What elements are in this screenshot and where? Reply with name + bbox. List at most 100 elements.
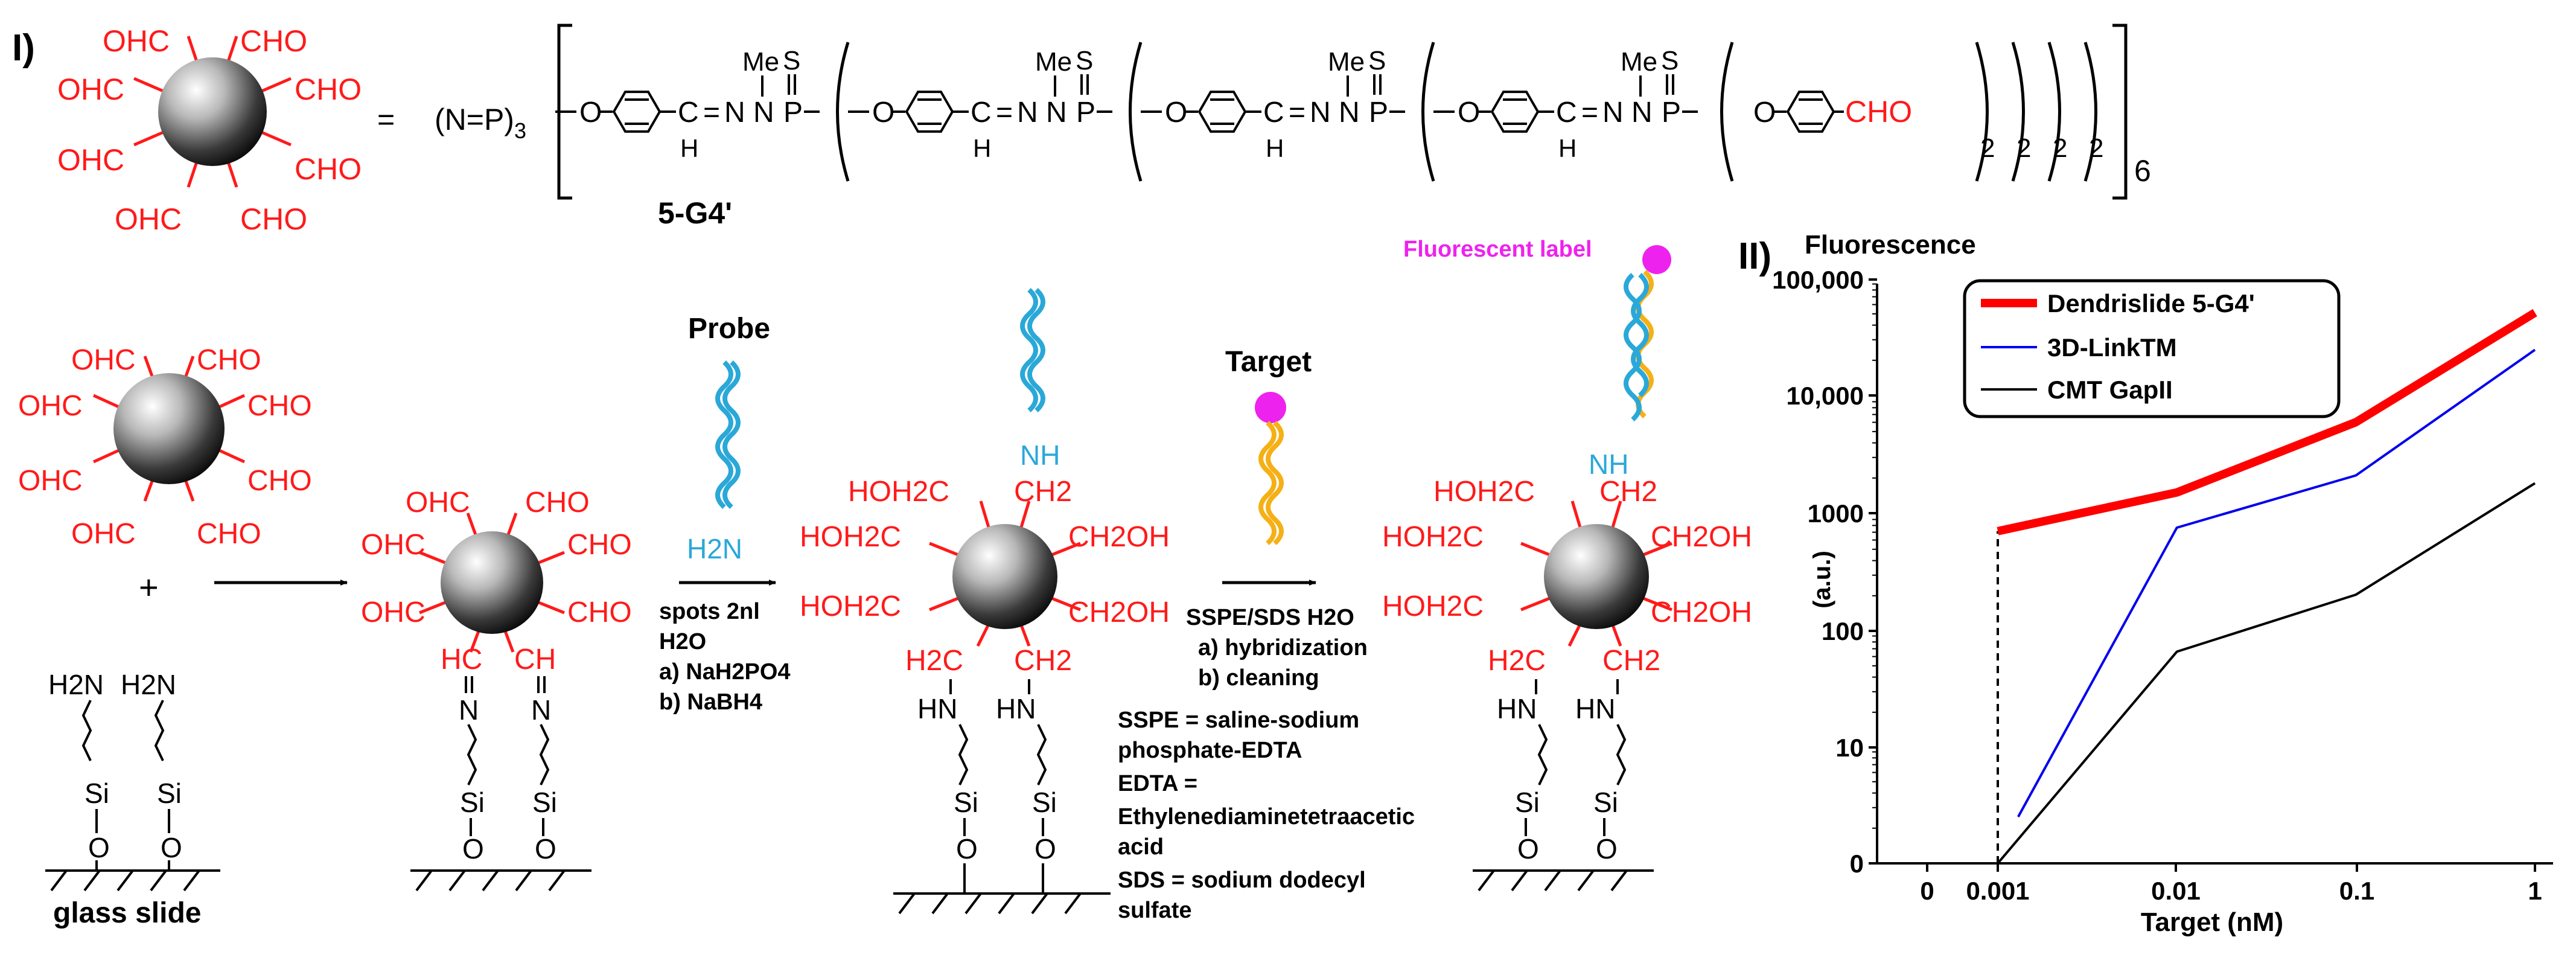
subscript-two: 2	[2089, 133, 2103, 163]
s3-ch2oh-1: CH2OH	[1068, 521, 1170, 553]
panel-two-label: II)	[1738, 235, 1771, 277]
sulfur-atom: S	[1076, 46, 1093, 75]
s3-si-2: Si	[1032, 787, 1057, 818]
step-b2: b) cleaning	[1198, 665, 1319, 691]
s1-ohc-3: OHC	[18, 465, 83, 497]
sulfur-atom: S	[783, 46, 800, 75]
top-cho-1: CHO	[240, 24, 307, 58]
s2-cho-1: CHO	[525, 487, 590, 519]
oxygen-atom: O	[872, 97, 894, 129]
abbreviation-list: SSPE = saline-sodium phosphate-EDTA EDTA…	[1118, 708, 1415, 923]
hydrogen-atom: H	[680, 134, 698, 162]
legend-label: CMT GapII	[2047, 376, 2173, 404]
chart-ylabel-unit: (a.u.)	[1809, 551, 1835, 609]
generation-paren	[836, 42, 850, 182]
amine-2: H2N	[121, 669, 176, 700]
hydrogen-atom: H	[973, 134, 991, 162]
methyl-group: Me	[1035, 47, 1072, 77]
closing-paren	[1975, 42, 1989, 182]
s3-si-1: Si	[954, 787, 978, 818]
equals-sign: =	[377, 103, 395, 136]
s3-h2c: H2C	[905, 645, 963, 677]
probe-strand	[715, 360, 733, 509]
s2-n-2: N	[531, 694, 551, 726]
s1-ohc-1: OHC	[71, 344, 136, 376]
methyl-group: Me	[1621, 47, 1657, 77]
s2-ohc-3: OHC	[361, 596, 426, 628]
top-cho-2: CHO	[295, 72, 362, 106]
s3-nh: NH	[1020, 440, 1060, 471]
s4-h2c: H2C	[1488, 645, 1546, 677]
target-title: Target	[1225, 346, 1312, 378]
subscript-two: 2	[1980, 133, 1995, 163]
probe-amine: H2N	[687, 533, 742, 564]
svg-text:EDTA =: EDTA =	[1118, 771, 1197, 796]
s4-o-1: O	[1517, 833, 1539, 865]
hydrogen-atom: H	[1266, 134, 1284, 162]
carbon-atom: C	[678, 97, 699, 129]
top-cho-4: CHO	[240, 202, 307, 236]
s2-hc: HC	[441, 644, 482, 676]
probe-group: Probe H2N	[687, 313, 770, 564]
fluorescent-label-text: Fluorescent label	[1403, 237, 1592, 262]
y-tick-label: 10,000	[1787, 382, 1864, 410]
scheme-stage-3: NH HOH2C CH2 HOH2C CH2OH HOH2C CH2OH H2C	[800, 288, 1170, 915]
s2-o-1: O	[462, 833, 484, 865]
legend-box	[1963, 279, 2341, 418]
y-tick-label: 0	[1850, 849, 1864, 878]
s2-n-1: N	[459, 694, 479, 726]
phosphorus-atom: P	[1076, 97, 1095, 129]
top-ohc-3: OHC	[57, 143, 124, 177]
scheme-dendrimer-4	[1544, 524, 1649, 629]
plus-sign: +	[139, 568, 159, 606]
s3-hn-2: HN	[996, 693, 1036, 724]
series-line	[1997, 309, 2537, 536]
svg-text:SSPE = saline-sodium: SSPE = saline-sodium	[1118, 708, 1359, 733]
series-line	[1927, 482, 2536, 865]
step-b1: b) NaBH4	[659, 689, 762, 715]
nitrogen-atom: N	[1602, 97, 1624, 129]
s2-si-1: Si	[460, 787, 485, 818]
svg-text:Ethylenediaminetetraacetic: Ethylenediaminetetraacetic	[1118, 804, 1415, 830]
panel-two: II) Fluorescence (a.u.) 010100100010,000…	[1738, 230, 2553, 937]
x-axis-title: Target (nM)	[2141, 907, 2283, 937]
phosphorus-atom: P	[1662, 97, 1681, 129]
closing-paren	[2011, 42, 2025, 182]
nitrogen-atom: N	[1017, 97, 1038, 129]
x-tick-label: 0	[1920, 877, 1934, 905]
o-1: O	[88, 832, 110, 863]
o-2: O	[161, 832, 182, 863]
generation-paren	[1421, 42, 1435, 182]
sulfur-atom: S	[1661, 46, 1679, 75]
step-buffer: SSPE/SDS H2O	[1186, 605, 1354, 630]
y-tick-label: 100	[1822, 617, 1864, 645]
svg-text:acid: acid	[1118, 834, 1164, 860]
si-2: Si	[157, 778, 182, 809]
step-a1: a) NaH2PO4	[659, 659, 791, 685]
slide-surface-2	[410, 869, 591, 892]
s1-cho-1: CHO	[197, 344, 261, 376]
step-water: H2O	[659, 629, 706, 654]
top-cho-3: CHO	[295, 152, 362, 186]
scheme-dendrimer-2	[441, 531, 543, 634]
s4-ch2oh-2: CH2OH	[1651, 596, 1752, 628]
svg-text:SDS = sodium dodecyl: SDS = sodium dodecyl	[1118, 868, 1366, 893]
svg-text:sulfate: sulfate	[1118, 898, 1191, 923]
oxygen-atom: O	[579, 97, 602, 129]
nitrogen-atom: N	[1310, 97, 1331, 129]
s2-ohc-2: OHC	[361, 529, 426, 561]
s1-cho-4: CHO	[197, 518, 261, 550]
s3-ch2-top: CH2	[1014, 476, 1072, 508]
top-ohc-2: OHC	[57, 72, 124, 106]
si-1: Si	[84, 778, 109, 809]
closing-paren	[2047, 42, 2061, 182]
svg-text:O: O	[1753, 97, 1776, 129]
subscript-two: 2	[2053, 133, 2067, 163]
x-tick-label: 0.001	[1966, 877, 2029, 905]
s4-hn-2: HN	[1575, 693, 1615, 724]
